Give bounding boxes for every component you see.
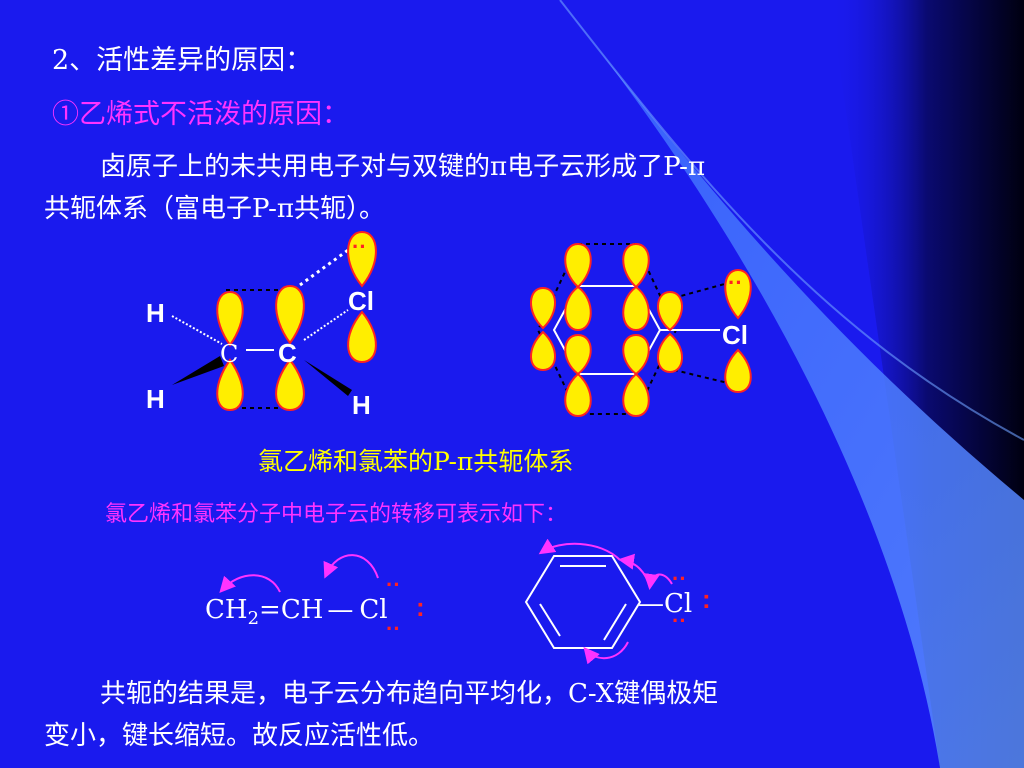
vinyl-formula-subscript: 2 (248, 608, 259, 629)
benzene-formula-bond: — (638, 589, 664, 619)
shift-arrow-double-bond (219, 574, 281, 593)
p-orbital-c1 (216, 290, 244, 412)
atom-h-top: H (146, 298, 165, 328)
c-h-wedge-bond-right (304, 360, 352, 396)
benzene-cl-dots-top: ·· (672, 566, 687, 591)
benzene-atom-cl: Cl (722, 320, 748, 350)
orbital-caption: 氯乙烯和氯苯的P-π共轭体系 (258, 447, 574, 476)
atom-cl: Cl (348, 286, 374, 316)
benzene-ring (524, 555, 642, 649)
vinyl-formula-text: CH2=CH—Cl (205, 595, 388, 629)
benzene-cl-p-orbital (724, 268, 752, 394)
c-h-wedge-bond-bottom (172, 356, 224, 385)
electron-transfer-caption: 氯乙烯和氯苯分子中电子云的转移可表示如下： (105, 502, 568, 527)
vinyl-cl-dots-top: ·· (386, 572, 401, 597)
conclusion-line-2: 变小，键长缩短。故反应活性低。 (44, 721, 435, 751)
chlorobenzene-electron-shift: —Cl ·· ·· : (524, 538, 711, 665)
explanation-paragraph: 卤原子上的未共用电子对与双键的π电子云形成了P-π 共轭体系（富电子P-π共轭）… (44, 146, 705, 230)
p-orbital-c2 (275, 284, 305, 412)
conclusion-line-1: 共轭的结果是，电子云分布趋向平均化，C-X键偶极矩 (100, 679, 719, 709)
vinyl-chloride-orbital-model: H H H C C Cl ·· (146, 230, 377, 420)
cl-lone-pair-arrow (643, 572, 673, 590)
benzene-inner-bond-3 (539, 603, 561, 637)
benzene-cl-lone-pair: ·· (728, 270, 743, 295)
benzene-cl-dots-bottom: ·· (672, 608, 687, 633)
benzene-inner-bond-2 (603, 603, 627, 641)
vinyl-chloride-electron-shift: CH2=CH—Cl ·· ·· : (205, 554, 425, 641)
section-heading: 2、活性差异的原因： (52, 45, 313, 76)
ring-arrow-top (538, 538, 621, 561)
conclusion-paragraph: 共轭的结果是，电子云分布趋向平均化，C-X键偶极矩 变小，键长缩短。故反应活性低… (44, 673, 718, 757)
shift-arrow-lone-pair (323, 554, 379, 579)
explanation-line-2: 共轭体系（富电子P-π共轭）。 (44, 194, 385, 224)
atom-h-right: H (352, 390, 371, 420)
p-orbital-cl (347, 230, 377, 364)
cl-lone-pair: ·· (352, 234, 367, 259)
vinyl-cl-colon: : (416, 592, 425, 622)
benzene-formula-text: —Cl (638, 589, 692, 619)
p-pi-overlap-dash (299, 243, 356, 287)
vinyl-cl-dots-bottom: ·· (386, 616, 401, 641)
ring-p-orbitals (530, 242, 683, 418)
vinyl-formula-eqch: =CH (259, 595, 323, 625)
atom-c-right: C (278, 338, 297, 368)
chlorobenzene-orbital-model: Cl ·· (530, 242, 752, 418)
explanation-line-1: 卤原子上的未共用电子对与双键的π电子云形成了P-π (100, 152, 706, 182)
ring-dashed-outline (536, 243, 678, 415)
vinyl-formula-cl: Cl (359, 595, 387, 625)
ring-arrow-bottom (583, 641, 629, 665)
c-h-hashed-bond-top (171, 315, 223, 345)
c-cl-hashed-bond (303, 309, 349, 341)
atom-h-bottom: H (146, 384, 165, 414)
subsection-heading: ①乙烯式不活泼的原因： (52, 99, 349, 130)
benzene-cl-colon: : (702, 584, 711, 614)
vinyl-formula-bond: — (327, 595, 353, 625)
ring-arrow-right (618, 553, 651, 589)
vinyl-formula-ch: CH (205, 595, 248, 625)
benzene-formula-cl: Cl (664, 589, 692, 619)
atom-c-left: C (220, 340, 238, 368)
